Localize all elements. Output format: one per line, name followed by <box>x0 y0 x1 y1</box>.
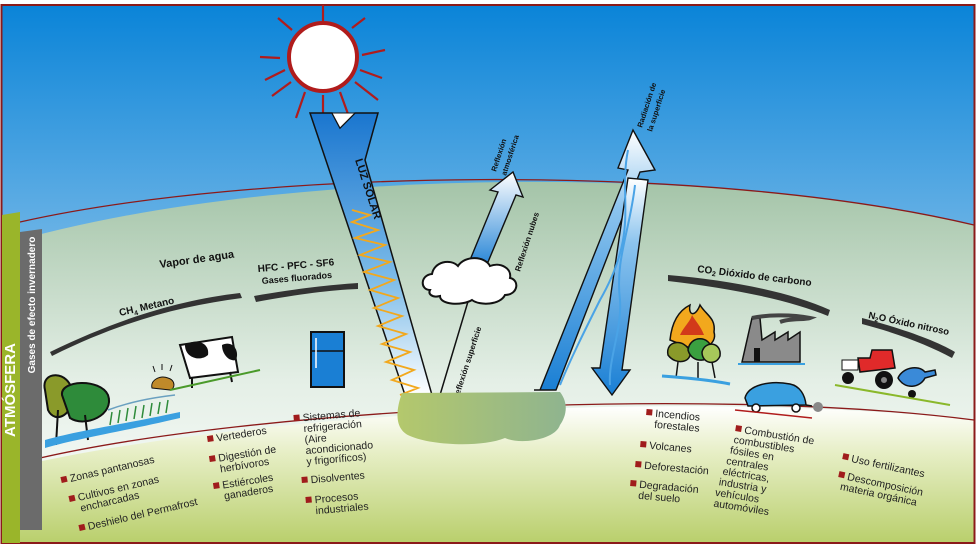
fluorinated-sources: Sistemas de refrigeración (Aire acondici… <box>293 407 374 518</box>
forest-fire-icon <box>661 303 731 386</box>
atmosphere-boundary <box>19 178 975 226</box>
manure-icon <box>151 364 175 391</box>
co2-natural-sources: Incendios forestales Volcanes Deforestac… <box>630 408 710 506</box>
svg-text:Incendios: Incendios <box>655 408 701 424</box>
marsh-icon <box>45 394 180 448</box>
source-item: Incendios forestales <box>646 408 701 435</box>
solar-wave <box>349 209 421 396</box>
solar-light-arrow: LUZ SOLAR <box>308 112 433 396</box>
svg-text:del suelo: del suelo <box>638 490 681 506</box>
refrigerator-icon <box>310 331 345 388</box>
car-icon <box>734 381 823 419</box>
source-item: Degradación del suelo <box>630 479 700 506</box>
svg-text:acondicionado: acondicionado <box>305 439 374 457</box>
source-item: Disolventes <box>301 470 365 487</box>
cloud-icon <box>421 257 518 305</box>
source-item: Sistemas de refrigeración (Aire acondici… <box>293 407 374 468</box>
fluorinated-shelf <box>254 283 358 302</box>
svg-text:refrigeración: refrigeración <box>303 418 362 435</box>
tractor-icon <box>834 349 951 406</box>
svg-text:Degradación: Degradación <box>639 479 700 496</box>
source-item: Deforestación <box>635 460 710 478</box>
svg-text:industriales: industriales <box>315 501 369 518</box>
surface-puddle <box>397 392 566 445</box>
title-bar <box>2 212 20 543</box>
greenhouse-gases-subtitle: Gases de efecto invernadero <box>27 237 38 374</box>
svg-text:Deforestación: Deforestación <box>644 460 710 478</box>
svg-text:Disolventes: Disolventes <box>310 470 365 487</box>
cow-icon <box>169 335 261 391</box>
factory-icon <box>738 313 818 365</box>
methane-shelf <box>50 293 242 356</box>
atmosphere-title: ATMÓSFERA <box>1 343 19 437</box>
co2-shelf <box>668 275 830 316</box>
svg-text:forestales: forestales <box>654 419 700 435</box>
frame <box>0 4 976 544</box>
surface-radiation-arrow: Radiación de la superficie <box>534 81 667 397</box>
source-item: Volcanes <box>640 440 693 456</box>
subtitle-bar <box>20 229 42 530</box>
n2o-shelf <box>862 318 955 358</box>
source-item: Procesos industriales <box>305 490 369 518</box>
svg-text:Procesos: Procesos <box>314 490 359 506</box>
svg-text:Sistemas de: Sistemas de <box>302 407 361 424</box>
svg-text:Volcanes: Volcanes <box>649 440 693 456</box>
ground <box>2 406 974 543</box>
svg-text:(Aire: (Aire <box>304 432 327 446</box>
svg-text:y frigoríficos): y frigoríficos) <box>306 451 367 468</box>
